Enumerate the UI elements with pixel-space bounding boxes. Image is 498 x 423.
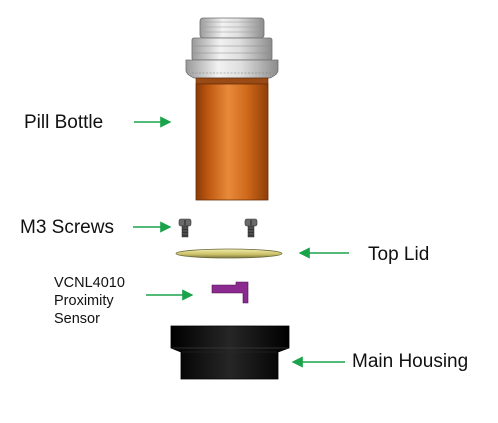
top-lid-part: [175, 248, 283, 259]
label-m3-screws: M3 Screws: [20, 217, 114, 238]
main-housing-part: [170, 325, 290, 380]
label-sensor-line2: Proximity: [54, 293, 114, 309]
pill-bottle-part: [185, 17, 279, 201]
screw-right: [244, 218, 258, 238]
screw-left: [178, 218, 192, 238]
label-sensor-line3: Sensor: [54, 311, 100, 327]
label-top-lid: Top Lid: [368, 244, 430, 265]
label-pill-bottle: Pill Bottle: [24, 112, 104, 133]
leader-arrows: [133, 116, 349, 368]
label-main-housing: Main Housing: [352, 351, 469, 372]
proximity-sensor-part: [211, 281, 249, 304]
label-proximity-sensor: VCNL4010 Proximity Sensor: [54, 274, 125, 328]
m3-screws-part: [178, 218, 258, 238]
label-sensor-line1: VCNL4010: [54, 275, 125, 291]
